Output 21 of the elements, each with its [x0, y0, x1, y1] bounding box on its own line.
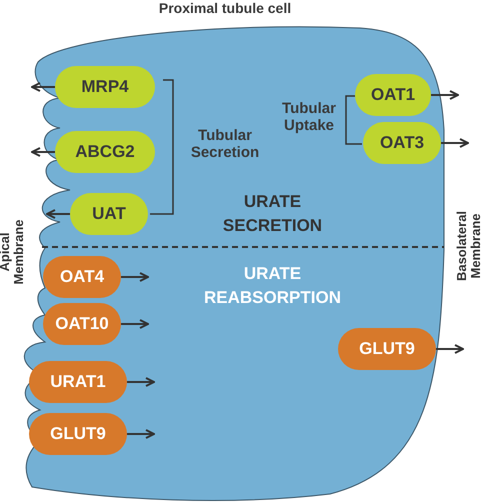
region-label: URATE SECRETION [222, 191, 324, 237]
arrow [441, 138, 469, 148]
arrow [31, 82, 55, 92]
transporter-pill: GLUT9 [338, 328, 436, 370]
arrow [431, 90, 459, 100]
arrow [436, 344, 464, 354]
cell-title: Proximal tubule cell [158, 0, 292, 16]
bracket-label: Tubular Uptake [281, 100, 337, 134]
arrow [121, 319, 149, 329]
transporter-pill: URAT1 [29, 361, 127, 403]
arrow [127, 429, 155, 439]
transporter-pill: GLUT9 [29, 413, 127, 455]
region-label: URATE REABSORPTION [203, 263, 342, 309]
arrow [121, 272, 149, 282]
transporter-pill: MRP4 [55, 66, 155, 108]
arrow [46, 209, 70, 219]
arrow [127, 377, 155, 387]
membrane-label: Basolateral Membrane [455, 210, 481, 284]
transporter-pill: ABCG2 [55, 131, 155, 173]
arrow [31, 147, 55, 157]
bracket-label: Tubular Secretion [190, 127, 260, 161]
